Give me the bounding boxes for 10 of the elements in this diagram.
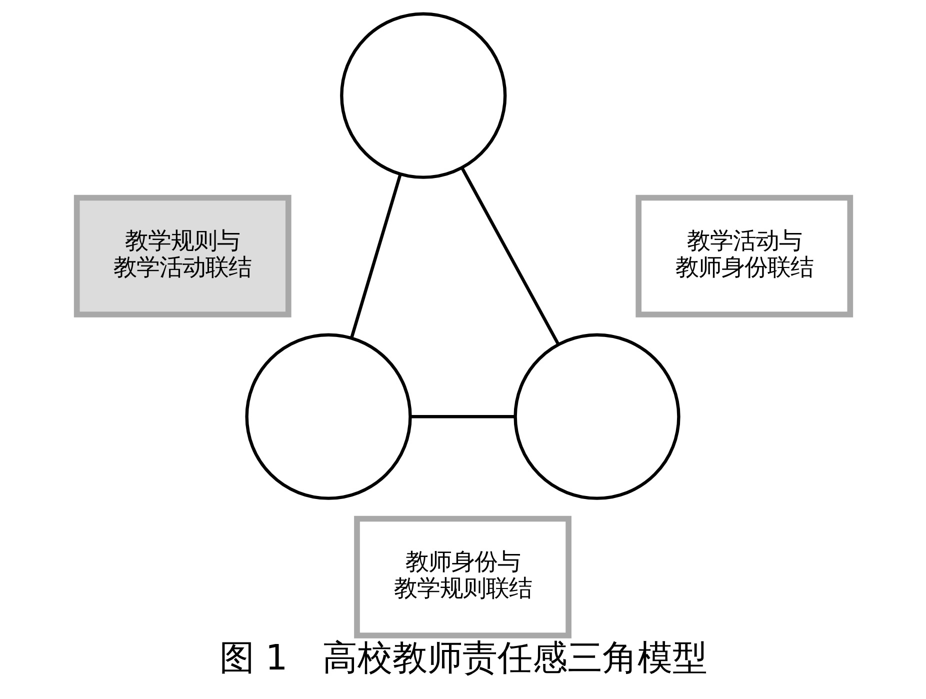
connector bbox=[460, 167, 560, 346]
connector bbox=[350, 174, 402, 338]
node-box: 教师身份与教学规则联结 bbox=[354, 516, 571, 638]
caption: 图 1 高校教师责任感三角模型 bbox=[218, 638, 708, 678]
node-box: 教学规则与教学活动联结 bbox=[73, 194, 291, 318]
connector bbox=[410, 415, 514, 418]
node-circle bbox=[513, 333, 680, 500]
node-circle bbox=[244, 333, 412, 500]
node-circle bbox=[340, 12, 506, 179]
node-box: 教学活动与教师身份联结 bbox=[635, 194, 853, 318]
